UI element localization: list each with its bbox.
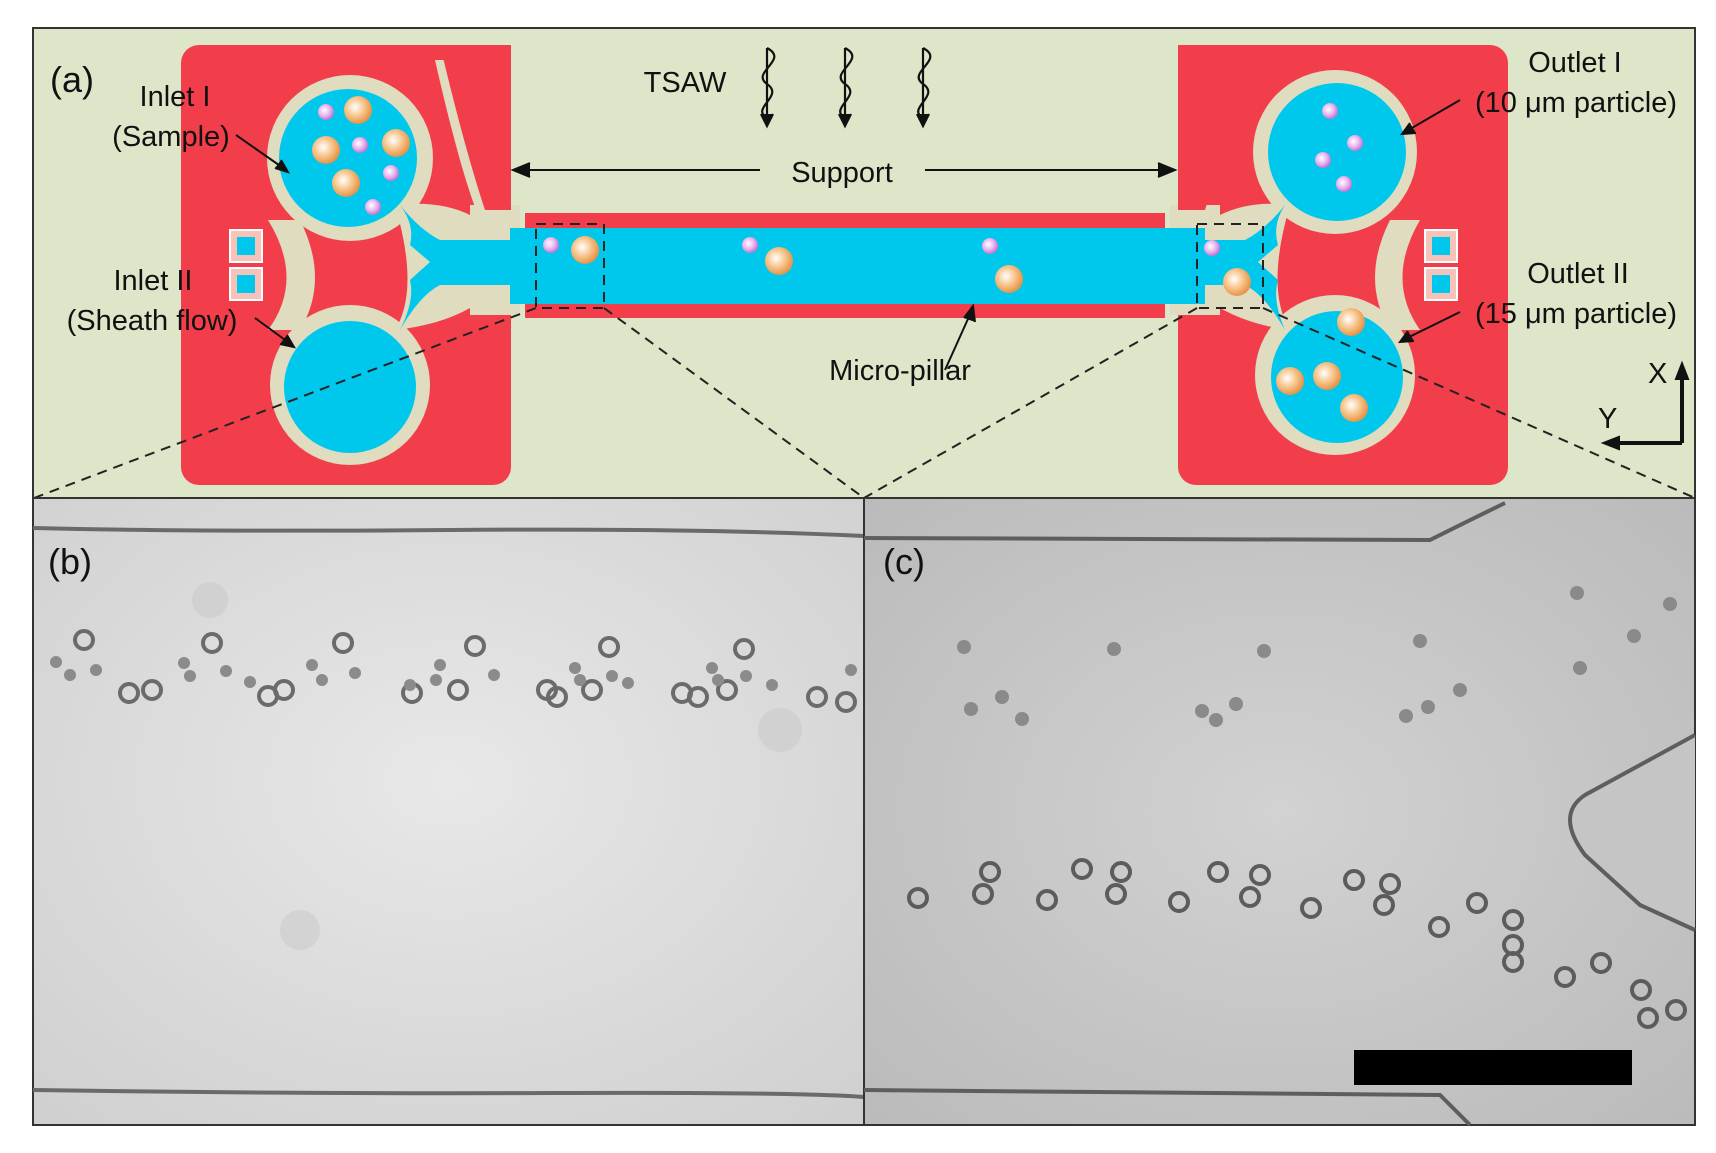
axis-x-label: X xyxy=(1648,358,1667,390)
tsaw-waves xyxy=(760,47,932,129)
panel-c: (c) xyxy=(863,497,1696,1127)
outlet1-label-line1: Outlet I xyxy=(1528,47,1622,79)
inlet2-label-line2: (Sheath flow) xyxy=(67,305,238,337)
tsaw-wave-1 xyxy=(760,47,776,129)
left-pdms-block xyxy=(181,45,520,485)
tsaw-wave-2 xyxy=(838,47,854,129)
outlet-ports xyxy=(1424,229,1458,301)
panel-c-micrograph xyxy=(863,497,1696,1126)
axis-y-label: Y xyxy=(1598,403,1617,435)
outlet2-label-line1: Outlet II xyxy=(1527,258,1629,290)
support-label: Support xyxy=(791,157,893,189)
outlet-particles xyxy=(1276,103,1368,422)
panel-b-micrograph xyxy=(32,497,865,1126)
small-particles-c xyxy=(957,586,1677,727)
main-channel xyxy=(510,213,1251,318)
tsaw-label: TSAW xyxy=(644,67,727,99)
channel-wall-bottom-c xyxy=(863,1088,1472,1127)
zoom-indicators xyxy=(33,223,1696,499)
channel-wall-top xyxy=(32,526,865,538)
inlet-particles xyxy=(312,96,410,215)
channel-wall-bottom xyxy=(32,1088,865,1099)
small-particles-b xyxy=(50,656,857,691)
right-pdms-block xyxy=(1170,45,1508,485)
panel-b: (b) xyxy=(32,497,865,1126)
panel-a: (a) Inlet I (Sample) Inlet II (Sheath fl… xyxy=(32,27,1696,499)
inlet2-label-line1: Inlet II xyxy=(114,265,193,297)
inlet1-label-line1: Inlet I xyxy=(140,81,211,113)
panel-a-tag: (a) xyxy=(50,59,94,100)
scale-bar xyxy=(1354,1050,1632,1085)
inlet-chambers xyxy=(279,89,520,453)
axis-indicator xyxy=(1600,360,1690,451)
large-particles-c xyxy=(907,858,1687,1029)
panel-c-tag: (c) xyxy=(883,541,925,582)
tsaw-wave-3 xyxy=(916,47,932,129)
micropillar-label: Micro-pillar xyxy=(829,355,971,387)
inlet-ports xyxy=(229,229,263,301)
bifurcation-divider xyxy=(1568,733,1696,932)
channel-wall-top-c xyxy=(863,501,1506,543)
annotation-arrows xyxy=(235,99,1461,371)
inlet1-label-line2: (Sample) xyxy=(112,121,230,153)
outlet1-label-line2: (10 μm particle) xyxy=(1475,87,1677,119)
outlet2-label-line2: (15 μm particle) xyxy=(1475,298,1677,330)
panel-b-tag: (b) xyxy=(48,541,92,582)
large-particles-b xyxy=(73,629,857,713)
